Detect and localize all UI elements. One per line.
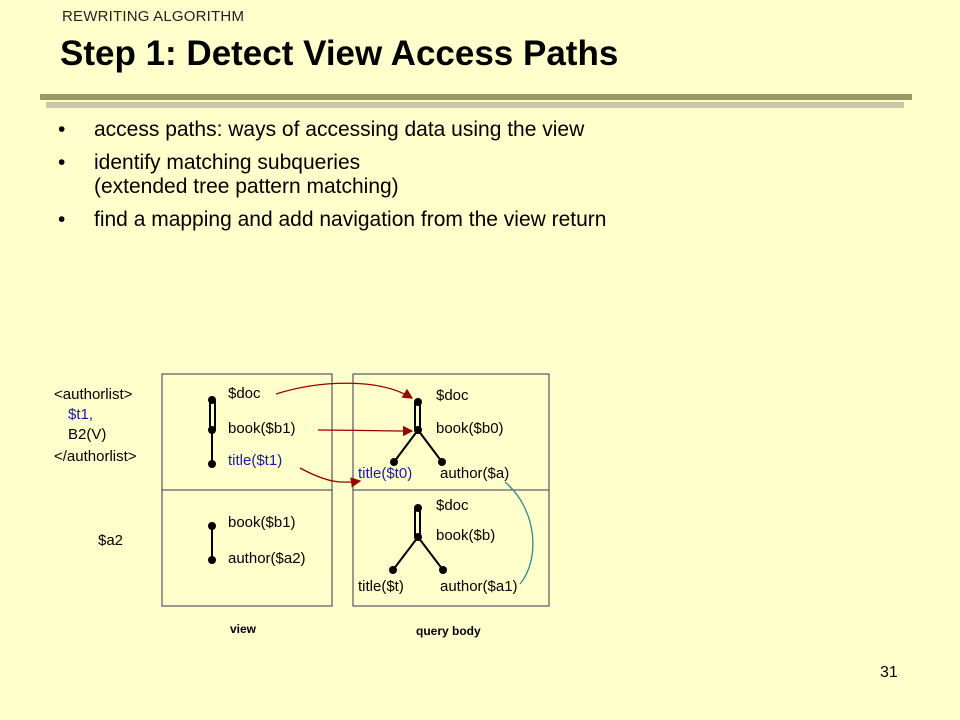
view-top-title-label: title($t1) [228, 452, 283, 469]
query-body-caption: query body [416, 624, 481, 638]
tree-node [414, 398, 422, 406]
tree-node [208, 556, 216, 564]
query-top-author-label: author($a) [440, 465, 510, 482]
query-bottom-book-label: book($b) [436, 527, 496, 544]
query-bottom-title-label: title($t) [358, 578, 404, 595]
tree-node [438, 458, 446, 466]
query-top-edge [393, 429, 419, 463]
bullet-text-continued: (extended tree pattern matching) [94, 175, 399, 198]
tree-node [208, 522, 216, 530]
return-var-a2: $a2 [98, 532, 124, 549]
tree-node [208, 426, 216, 434]
view-caption: view [230, 622, 257, 636]
query-bottom-author-label: author($a1) [440, 578, 518, 595]
view-bottom-book-label: book($b1) [228, 514, 296, 531]
return-b2: B2(V) [68, 426, 107, 443]
tree-node [414, 533, 422, 541]
query-top-doc-label: $doc [436, 387, 469, 404]
title-rule [40, 94, 912, 100]
slide-title: Step 1: Detect View Access Paths [60, 34, 619, 73]
page-number: 31 [880, 664, 898, 681]
mapping-arrow-title [299, 467, 362, 488]
bullet-list: access paths: ways of accessing data usi… [58, 118, 606, 241]
return-open-tag: <authorlist> [54, 386, 133, 403]
tree-node [414, 426, 422, 434]
query-top-book-label: book($b0) [436, 420, 504, 437]
tree-node [389, 566, 397, 574]
section-kicker: REWRITING ALGORITHM [62, 8, 245, 25]
view-bottom-author-label: author($a2) [228, 550, 306, 567]
bullet-item: access paths: ways of accessing data usi… [58, 118, 606, 142]
bullet-text: find a mapping and add navigation from t… [94, 208, 607, 231]
mapping-arrow-book [317, 425, 414, 437]
bullet-text: access paths: ways of accessing data usi… [94, 118, 585, 141]
view-top-book-label: book($b1) [228, 420, 296, 437]
title-rule-shadow [46, 102, 904, 108]
tree-node [390, 458, 398, 466]
query-top-edge [417, 429, 443, 463]
join-link-author [504, 481, 534, 585]
bullet-text: identify matching subqueries [94, 151, 361, 174]
query-bottom-doc-label: $doc [436, 497, 469, 514]
tree-node [208, 396, 216, 404]
bullet-item: identify matching subqueries (extended t… [58, 151, 606, 199]
query-top-title-label: title($t0) [358, 465, 413, 482]
mapping-arrow-doc [275, 382, 414, 399]
return-close-tag: </authorlist> [54, 448, 137, 465]
query-bottom-edge [417, 536, 444, 571]
tree-node [439, 566, 447, 574]
return-var-t1: $t1, [68, 406, 94, 423]
view-top-doc-label: $doc [228, 385, 261, 402]
tree-node [208, 460, 216, 468]
bullet-item: find a mapping and add navigation from t… [58, 208, 606, 232]
query-bottom-edge [392, 536, 419, 571]
tree-node [414, 504, 422, 512]
